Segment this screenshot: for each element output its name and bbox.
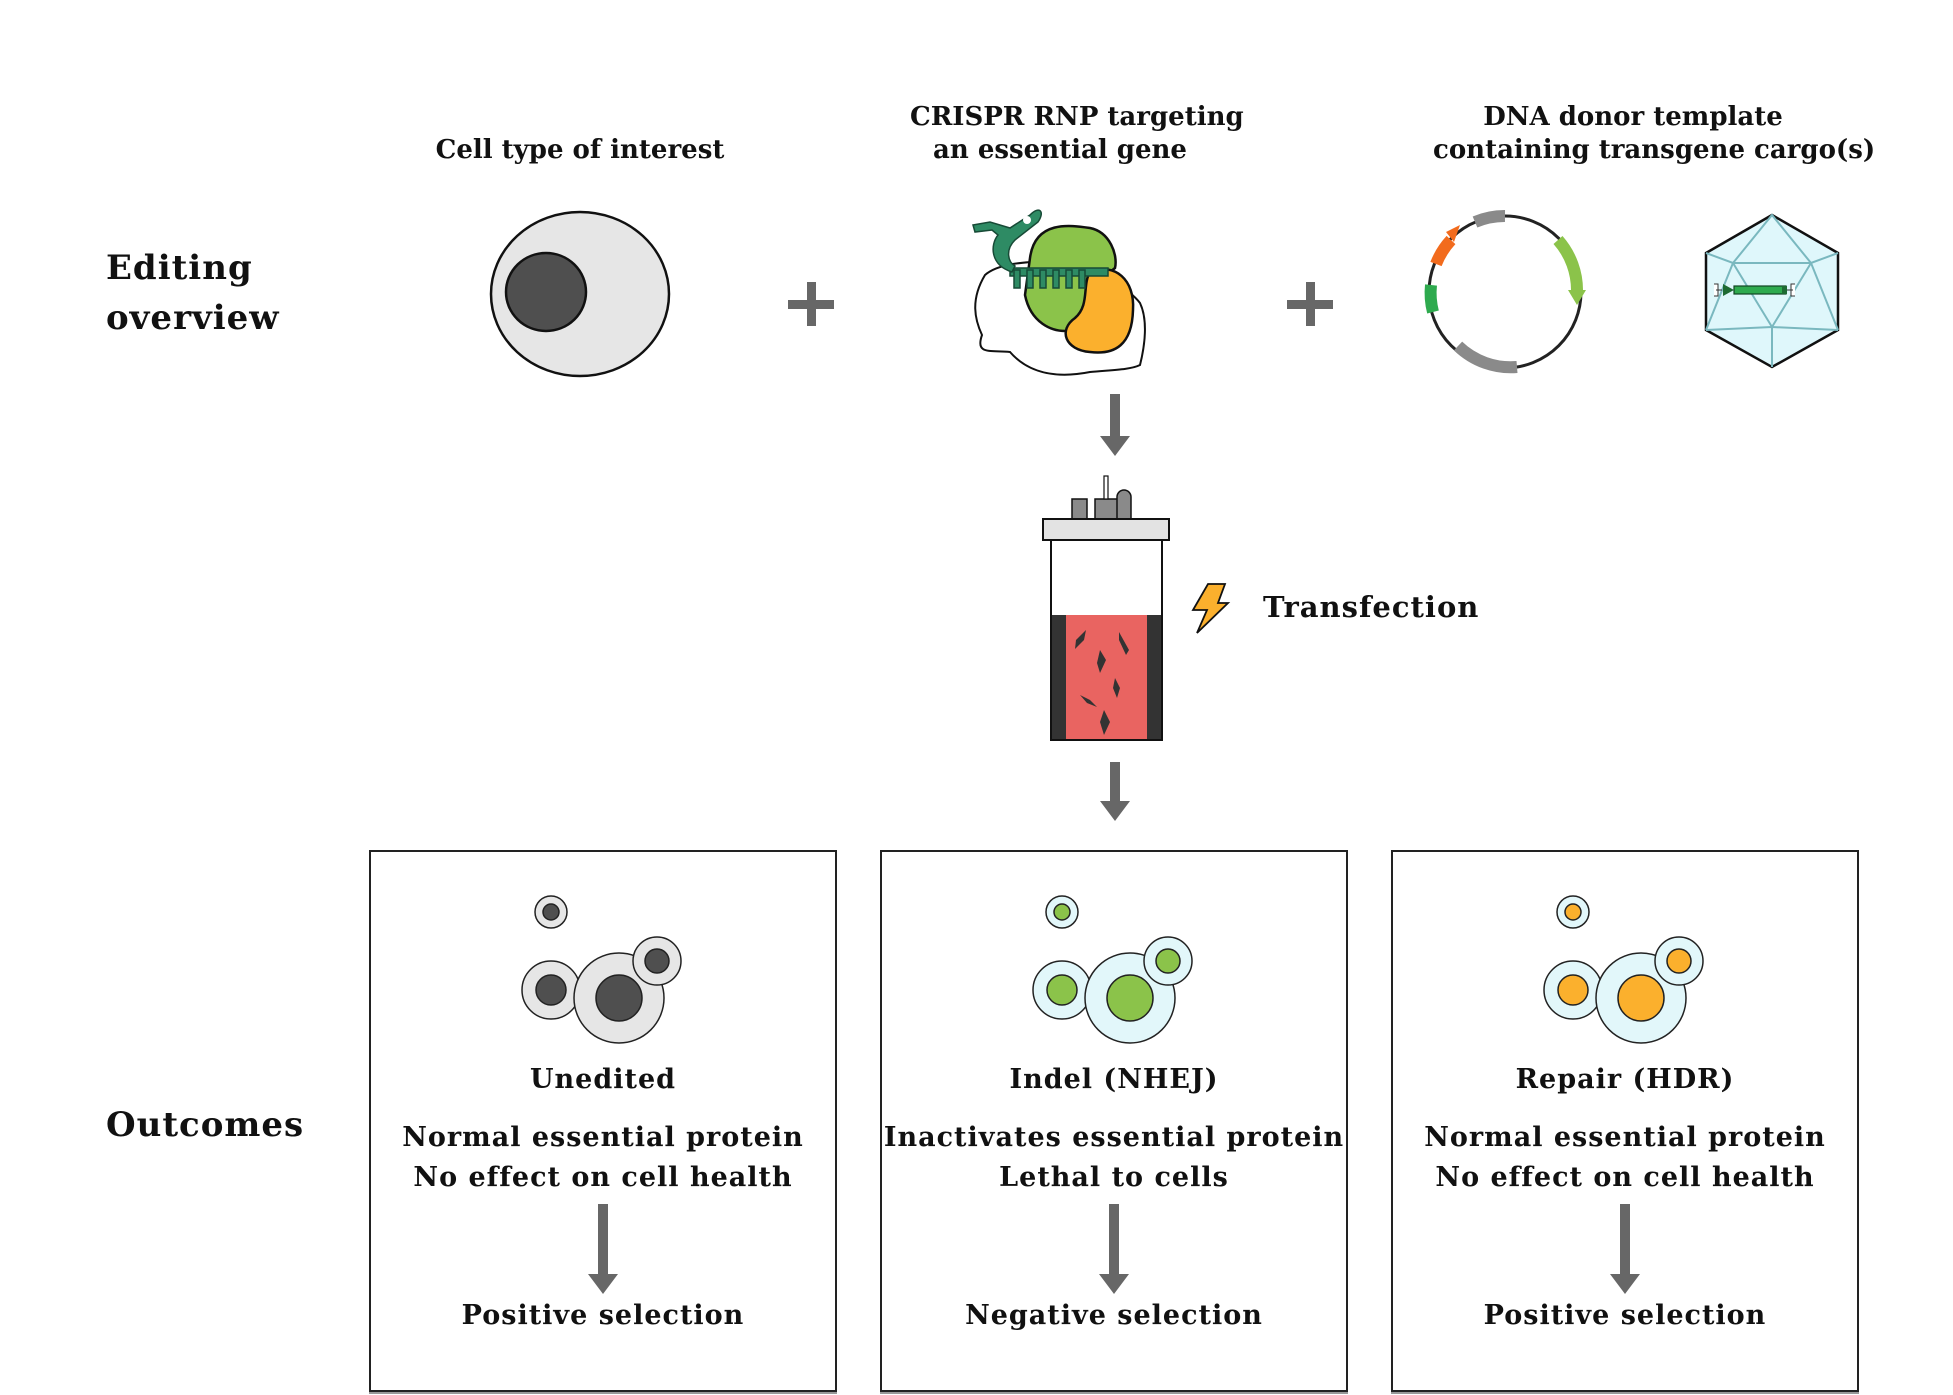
outcome-title: Unedited (529, 1064, 677, 1095)
nucleus-icon (1106, 974, 1154, 1022)
outcome-description-line: Inactivates essential protein (883, 1122, 1345, 1153)
editing-overview-label: Editing overview (106, 243, 280, 343)
outcome-description-line: Normal essential protein (402, 1122, 804, 1153)
cell-particles (1075, 630, 1129, 735)
crispr-rnp-icon (972, 209, 1146, 376)
cell-icon (534, 895, 568, 929)
cell-icon (521, 960, 581, 1020)
arrow-down-icon (1610, 1204, 1640, 1294)
cell-icon (1032, 960, 1092, 1020)
outcome-description: Inactivates essential protein Lethal to … (882, 1118, 1346, 1198)
nucleus-icon (542, 903, 560, 921)
plasmid-gray-segment (1453, 341, 1518, 374)
nucleus-icon (1617, 974, 1665, 1022)
transgene-cassette-icon (1714, 283, 1795, 297)
outcome-description: Normal essential protein No effect on ce… (371, 1118, 835, 1198)
electroporation-cuvette-icon (1042, 475, 1170, 741)
plus-icon (1287, 282, 1333, 326)
editing-overview-diagram (489, 209, 1840, 821)
outcome-description-line: Normal essential protein (1424, 1122, 1826, 1153)
outcome-description: Normal essential protein No effect on ce… (1393, 1118, 1857, 1198)
heading-crispr-rnp-line-2: an essential gene (933, 135, 1187, 165)
heading-dna-donor-line-2: containing transgene cargo(s) (1433, 135, 1876, 165)
plasmid-orange-arrow (1430, 235, 1456, 267)
outcome-description-line: No effect on cell health (413, 1162, 793, 1193)
selection-result: Positive selection (1483, 1300, 1767, 1331)
selection-result: Positive selection (461, 1300, 745, 1331)
nucleus-icon (504, 251, 588, 333)
nucleus-icon (644, 948, 670, 974)
outcome-description-line: No effect on cell health (1435, 1162, 1815, 1193)
plasmid-icon (1424, 209, 1586, 374)
cell-icon (1045, 895, 1079, 929)
nucleus-icon (1557, 974, 1589, 1006)
heading-dna-donor: DNA donor template containing transgene … (1433, 101, 1876, 167)
cell-icon (632, 936, 682, 986)
outcome-description-line: Lethal to cells (999, 1162, 1229, 1193)
heading-cell-type: Cell type of interest (430, 134, 730, 167)
plasmid-green-segment (1424, 284, 1439, 314)
cell-icon (489, 210, 671, 378)
cell-cluster-icon (521, 895, 682, 1044)
heading-dna-donor-line-1: DNA donor template (1483, 102, 1783, 132)
nucleus-icon (595, 974, 643, 1022)
nucleus-icon (1666, 948, 1692, 974)
nucleus-icon (1046, 974, 1078, 1006)
editing-overview-line-2: overview (106, 298, 280, 338)
cell-icon (1654, 936, 1704, 986)
cas9-lobe-orange (1064, 267, 1135, 354)
cell-icon (1543, 960, 1603, 1020)
arrow-down-icon (588, 1204, 618, 1294)
nucleus-icon (535, 974, 567, 1006)
arrow-down-icon (1100, 394, 1130, 456)
plus-icon (788, 282, 834, 326)
arrow-down-icon (1100, 762, 1130, 821)
cell-icon (1556, 895, 1590, 929)
outcome-box-unedited: Unedited Normal essential protein No eff… (369, 850, 837, 1392)
outcomes-label: Outcomes (106, 1105, 305, 1145)
selection-result: Negative selection (965, 1300, 1263, 1331)
cell-cluster-icon (1543, 895, 1704, 1044)
nucleus-icon (1155, 948, 1181, 974)
heading-cell-type-line: Cell type of interest (435, 135, 725, 165)
outcome-box-repair: Repair (HDR) Normal essential protein No… (1391, 850, 1859, 1392)
arrow-down-icon (1099, 1204, 1129, 1294)
cell-icon (1143, 936, 1193, 986)
cell-cluster-icon (1032, 895, 1193, 1044)
editing-overview-line-1: Editing (106, 248, 253, 288)
lightning-icon (1191, 583, 1231, 634)
heading-crispr-rnp: CRISPR RNP targeting an essential gene (910, 101, 1244, 167)
nucleus-icon (1053, 903, 1071, 921)
aav-capsid-icon (1704, 213, 1840, 369)
plasmid-gray-segment (1472, 209, 1506, 228)
outcome-title: Repair (HDR) (1515, 1064, 1735, 1095)
outcome-title: Indel (NHEJ) (1009, 1064, 1219, 1095)
guide-rna-icon (972, 209, 1109, 289)
transfection-label: Transfection (1263, 590, 1480, 624)
heading-crispr-rnp-line-1: CRISPR RNP targeting (910, 102, 1244, 132)
nucleus-icon (1564, 903, 1582, 921)
outcome-box-indel: Indel (NHEJ) Inactivates essential prote… (880, 850, 1348, 1392)
plasmid-green-arrow (1553, 236, 1583, 293)
